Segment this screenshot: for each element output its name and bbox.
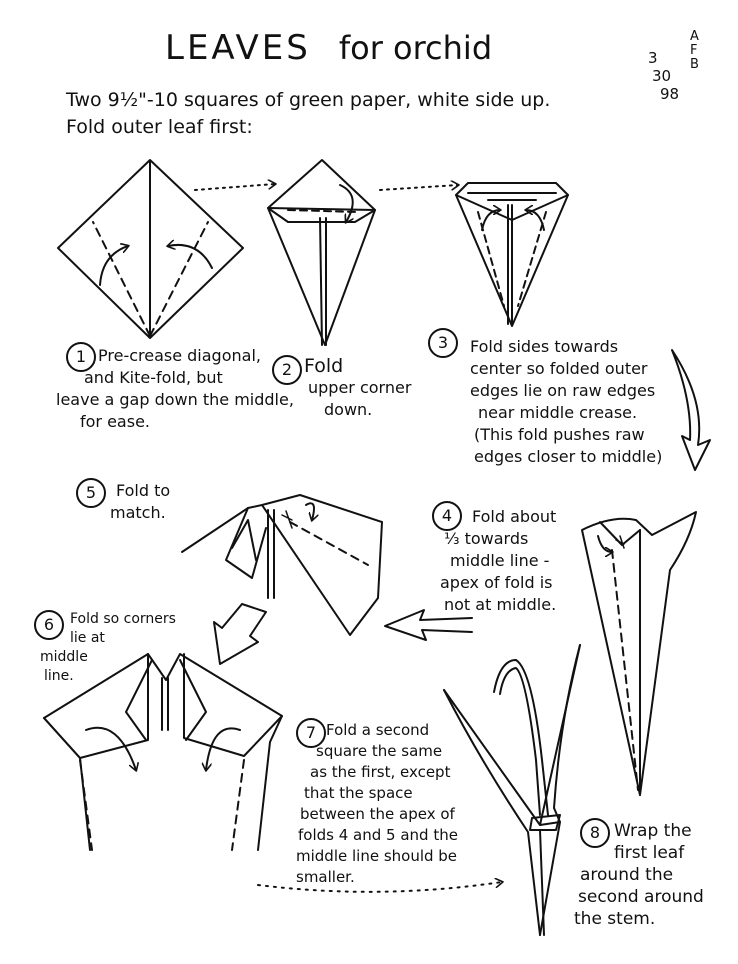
- step-5-number: 5: [76, 478, 106, 508]
- arrow-icon: [340, 185, 353, 222]
- step-2-line-2: upper corner: [308, 378, 412, 397]
- date-line-2: 30: [652, 67, 672, 85]
- step-3-diagram: [456, 183, 568, 326]
- step-7-number: 7: [296, 718, 326, 748]
- step-3-line-5: (This fold pushes raw: [474, 425, 645, 444]
- step-4-number: 4: [432, 501, 462, 531]
- arrow-icon: [168, 245, 212, 268]
- step-4-line-5: not at middle.: [444, 595, 557, 614]
- step-3-line-3: edges lie on raw edges: [470, 381, 656, 400]
- dotted-arrow-icon: [195, 184, 275, 190]
- intro-line-1: Two 9½"-10 squares of green paper, white…: [66, 89, 551, 111]
- step-3-line-2: center so folded outer: [470, 359, 648, 378]
- step-1-line-3: leave a gap down the middle,: [56, 390, 294, 409]
- date-line-3-wrap: 98: [660, 86, 679, 103]
- step-5-line-2: match.: [110, 503, 166, 522]
- step-6-line-4: line.: [44, 668, 74, 684]
- step-3-line-4: near middle crease.: [478, 403, 638, 422]
- step-1-diagram: [58, 160, 243, 338]
- step-5-text: Fold to match.: [110, 480, 170, 524]
- step-7-line-1: Fold a second: [326, 721, 430, 739]
- initials: A F B: [690, 30, 699, 72]
- step-6-line-3: middle: [40, 649, 88, 665]
- arrow-icon: [526, 210, 544, 230]
- step-4-text: Fold about ⅓ towards middle line - apex …: [440, 506, 557, 616]
- intro-text: Two 9½"-10 squares of green paper, white…: [66, 87, 550, 141]
- step-8-line-5: the stem.: [574, 909, 656, 929]
- step-8-text: Wrap the first leaf around the second ar…: [574, 820, 704, 930]
- step-1-line-1: Pre-crease diagonal,: [98, 346, 261, 365]
- hollow-arrow-icon: [385, 610, 472, 640]
- dotted-arrow-icon: [380, 185, 458, 190]
- hollow-arrow-icon: [214, 604, 266, 664]
- step-8-number: 8: [580, 818, 610, 848]
- step-8-diagram: [444, 645, 580, 935]
- step-7-line-6: folds 4 and 5 and the: [298, 826, 458, 844]
- step-7-line-5: between the apex of: [300, 805, 455, 823]
- step-3-line-6: edges closer to middle): [474, 447, 663, 466]
- date-line-1: 3: [648, 49, 658, 67]
- dotted-arrow-icon: [258, 882, 502, 892]
- step-1-line-2: and Kite-fold, but: [84, 368, 223, 387]
- step-3-line-1: Fold sides towards: [470, 337, 619, 356]
- page-title: LEAVES for orchid: [165, 28, 492, 68]
- initial-1: A: [690, 29, 699, 44]
- intro-line-2: Fold outer leaf first:: [66, 116, 253, 138]
- date-stamp: 3: [648, 50, 658, 67]
- step-4-diagram: [582, 512, 696, 795]
- step-3-text: Fold sides towards center so folded oute…: [470, 336, 662, 468]
- step-8-line-4: second around: [578, 887, 704, 907]
- step-8-line-3: around the: [580, 865, 674, 885]
- arrow-icon: [206, 728, 240, 770]
- initial-3: B: [690, 57, 699, 72]
- step-5-diagram: [182, 495, 382, 635]
- step-2-number: 2: [272, 355, 302, 385]
- step-8-line-1: Wrap the: [614, 821, 692, 841]
- step-7-text: Fold a second square the same as the fir…: [296, 720, 458, 888]
- title-main: LEAVES: [165, 28, 311, 68]
- step-2-line-1: Fold: [304, 355, 344, 377]
- step-3-number: 3: [428, 328, 458, 358]
- arrow-icon: [482, 210, 500, 230]
- arrow-icon: [100, 246, 128, 285]
- step-7-line-2: square the same: [316, 742, 443, 760]
- step-6-text: Fold so corners lie at middle line.: [40, 610, 176, 686]
- step-4-line-4: apex of fold is: [440, 573, 553, 592]
- step-4-line-2: ⅓ towards: [444, 529, 529, 548]
- step-6-line-1: Fold so corners: [70, 611, 176, 627]
- crease-mark-icon: [616, 536, 624, 548]
- date-line-3: 98: [660, 85, 680, 103]
- step-7-line-8: smaller.: [296, 868, 355, 886]
- arrow-icon: [86, 728, 136, 770]
- step-6-number: 6: [34, 610, 64, 640]
- step-6-diagram: [44, 654, 282, 850]
- step-6-line-2: lie at: [70, 630, 105, 646]
- step-2-diagram: [268, 160, 375, 345]
- date-line-2-wrap: 30: [652, 68, 671, 85]
- hollow-arrow-icon: [672, 350, 710, 470]
- title-sub: for orchid: [338, 29, 493, 67]
- step-4-line-3: middle line -: [450, 551, 550, 570]
- step-2-text: Fold upper corner down.: [304, 355, 411, 421]
- initial-2: F: [690, 43, 698, 58]
- step-7-line-4: that the space: [304, 784, 413, 802]
- step-8-line-2: first leaf: [614, 843, 685, 863]
- arrow-icon: [306, 503, 314, 520]
- step-1-line-4: for ease.: [80, 412, 150, 431]
- step-1-text: Pre-crease diagonal, and Kite-fold, but …: [56, 345, 294, 433]
- step-2-line-3: down.: [324, 400, 373, 419]
- step-7-line-3: as the first, except: [310, 763, 451, 781]
- arrow-icon: [598, 536, 612, 552]
- step-7-line-7: middle line should be: [296, 847, 458, 865]
- step-5-line-1: Fold to: [116, 481, 171, 500]
- step-1-number: 1: [66, 342, 96, 372]
- step-4-line-1: Fold about: [472, 507, 557, 526]
- crease-mark-icon: [282, 511, 292, 528]
